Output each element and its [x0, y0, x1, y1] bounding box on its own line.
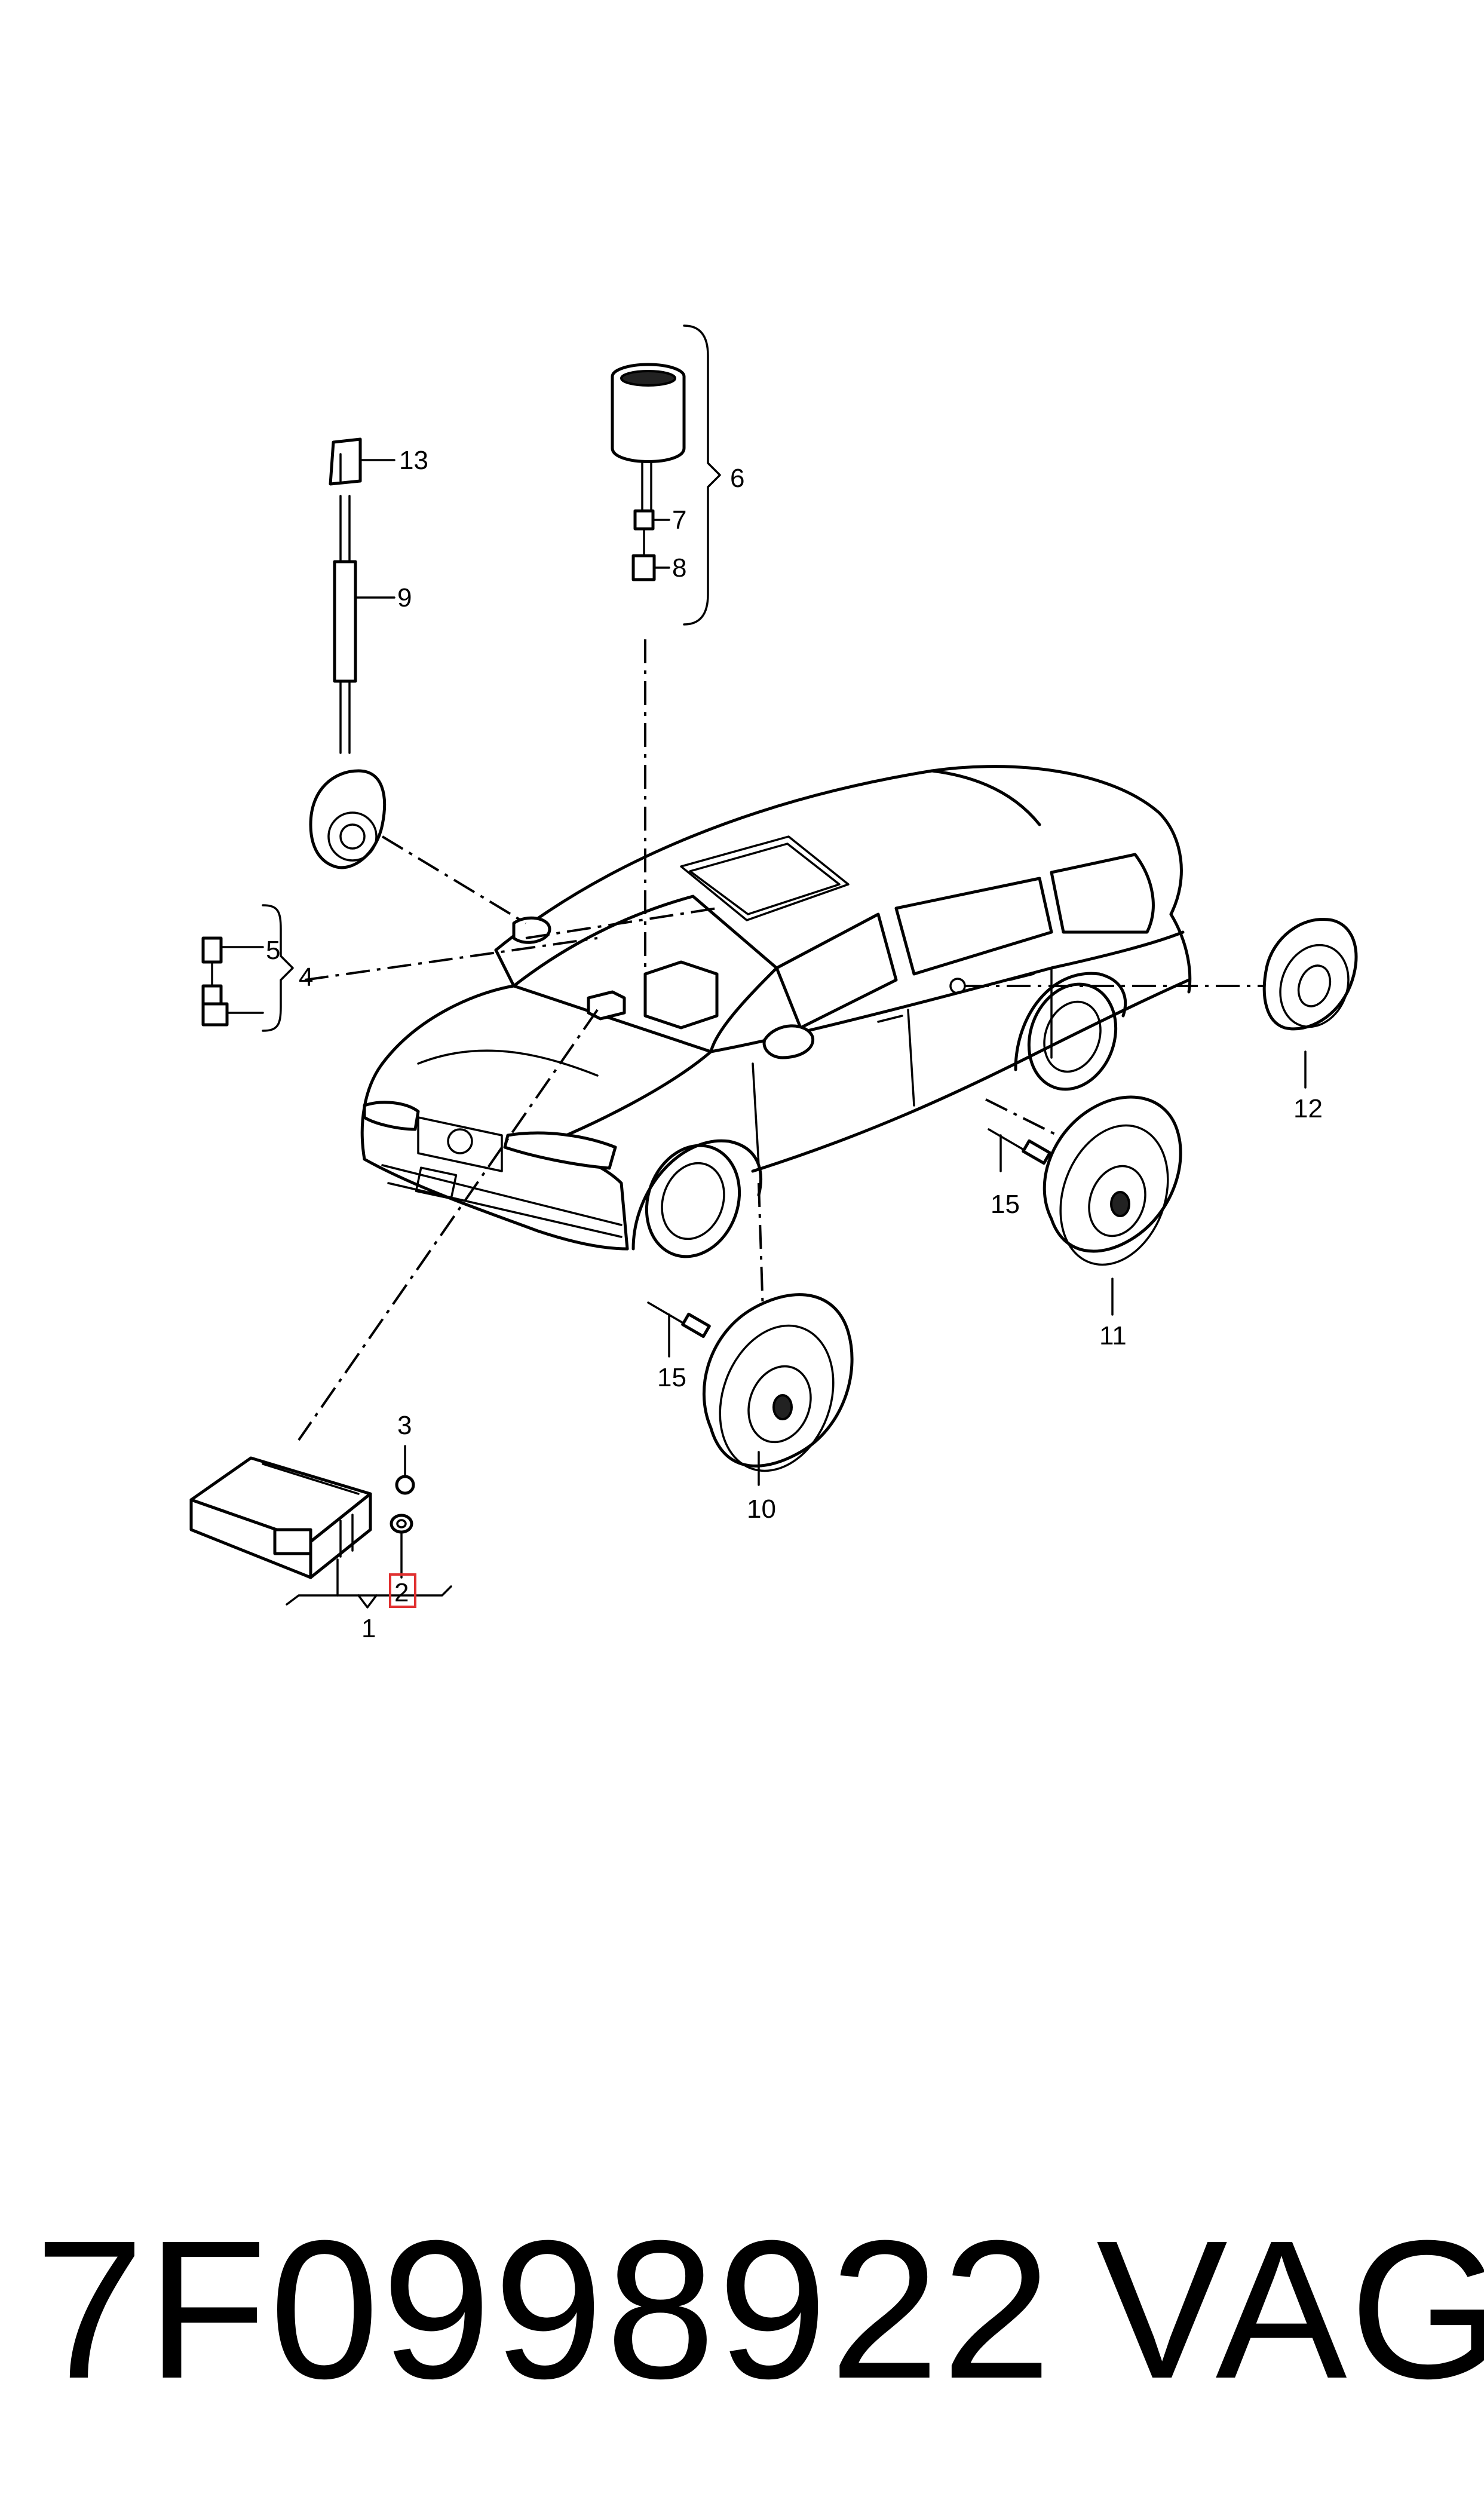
part-12-rear-speaker	[1262, 918, 1358, 1089]
callout-7: 7	[672, 506, 686, 535]
part-5-connector	[201, 936, 264, 1027]
callout-8: 8	[672, 553, 686, 583]
callout-2: 2	[394, 1578, 409, 1607]
part-15-screw-upper	[988, 1128, 1051, 1172]
brand-label: VAG	[1096, 2199, 1484, 2419]
callout-10: 10	[747, 1494, 776, 1524]
part-1-control-unit	[189, 1456, 372, 1597]
callout-11: 11	[1099, 1321, 1127, 1350]
part-6-amplifier-module	[611, 363, 686, 581]
callout-15-lower: 15	[657, 1363, 686, 1392]
part-9-antenna-cable	[333, 495, 395, 754]
part-10-door-speaker	[702, 1293, 854, 1486]
callout-9: 9	[397, 583, 412, 612]
part-13-antenna-clip	[329, 437, 395, 486]
bracket-6	[683, 324, 721, 626]
callout-12: 12	[1293, 1094, 1323, 1123]
bracket-4	[262, 904, 294, 1032]
callout-labels: 13 9 5 4 6 7 8 12 15 11 15 10 3 2 1	[266, 446, 1323, 1643]
tweeter-left	[309, 769, 387, 869]
callout-2-highlight-box	[389, 1573, 416, 1608]
callout-13: 13	[399, 446, 428, 475]
bracket-1	[286, 1585, 452, 1609]
callout-1: 1	[361, 1614, 376, 1643]
callout-5: 5	[266, 936, 280, 965]
callout-6: 6	[730, 464, 744, 493]
callout-4: 4	[299, 963, 313, 992]
part-11-door-speaker	[1043, 1095, 1182, 1316]
leader-lines	[298, 639, 1273, 1441]
part-15-screw-lower	[647, 1301, 711, 1358]
part-number: 7F0998922	[35, 2199, 1054, 2419]
callout-3: 3	[397, 1411, 412, 1440]
callout-15-upper: 15	[991, 1190, 1020, 1219]
part-2-nut	[390, 1514, 413, 1579]
part-3-screw	[395, 1445, 415, 1495]
